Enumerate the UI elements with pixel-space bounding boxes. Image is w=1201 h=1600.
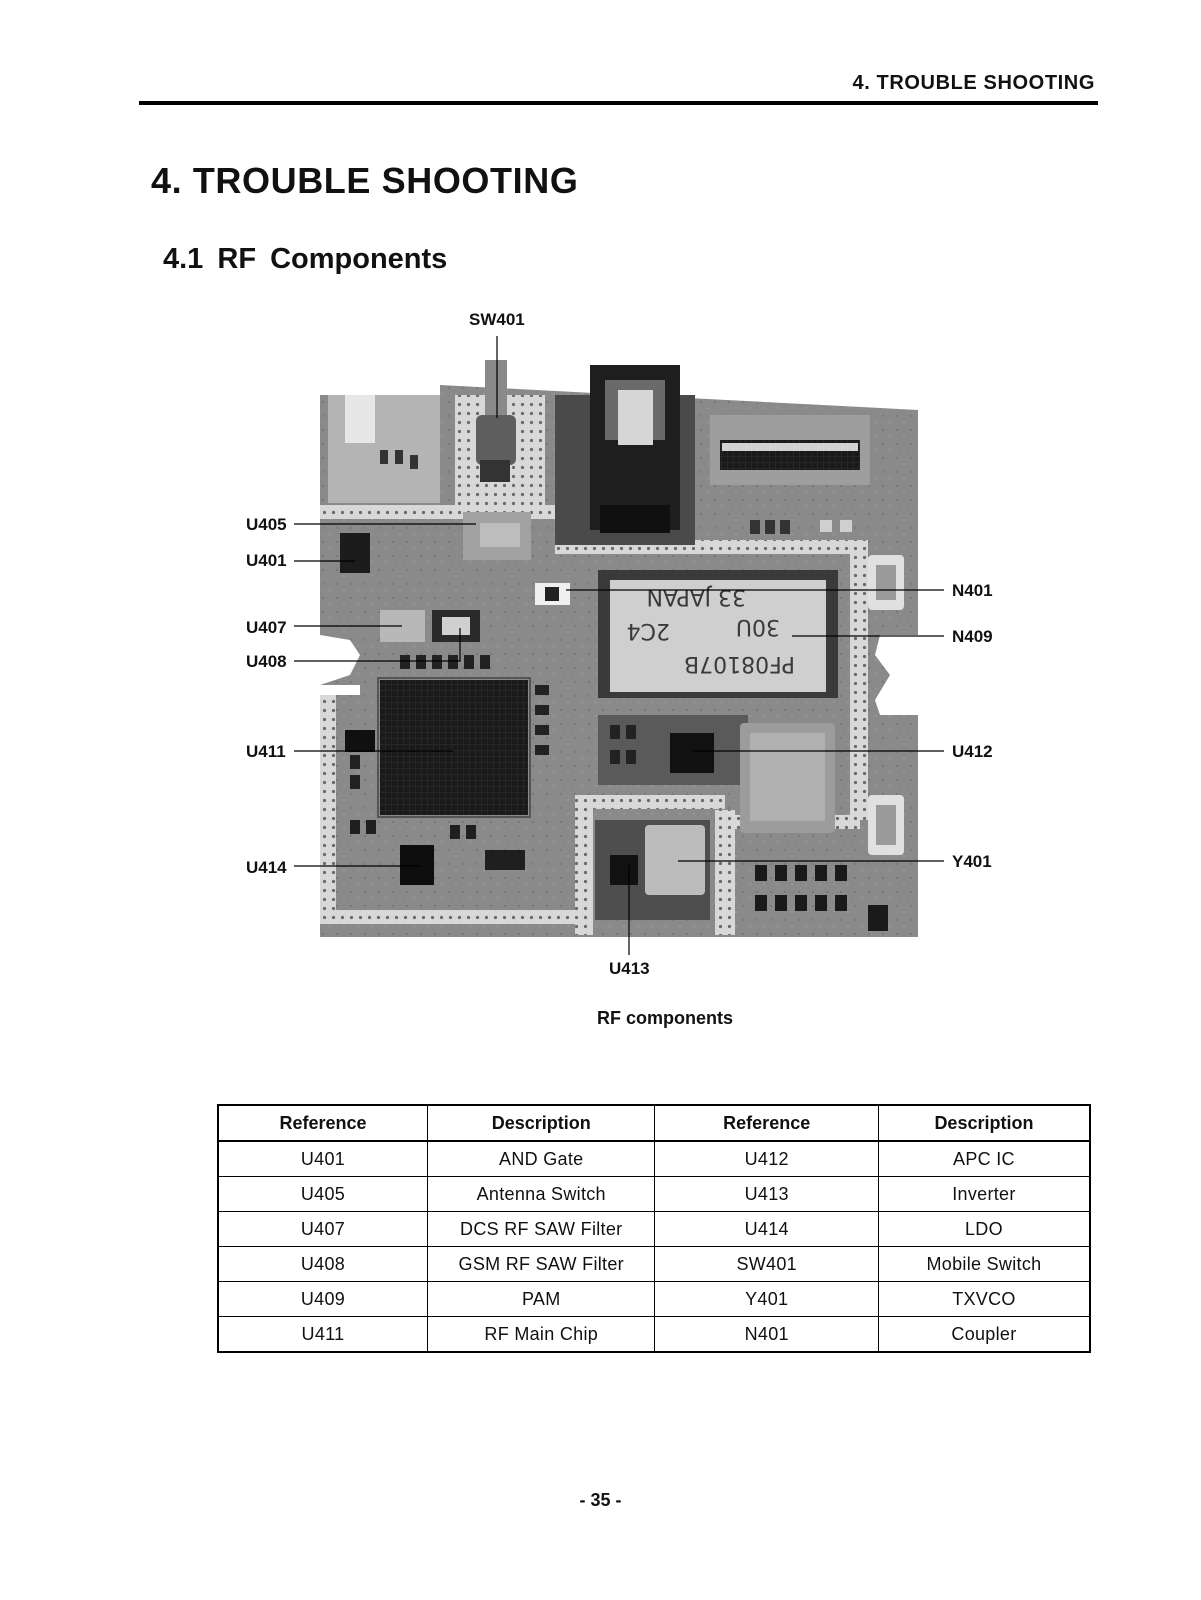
- table-cell: AND Gate: [426, 1140, 656, 1177]
- callout-sw401: SW401: [469, 310, 525, 329]
- callout-u411: U411: [246, 742, 286, 761]
- callout-u412: U412: [952, 742, 993, 761]
- section-title: 4.1 RF Components: [163, 243, 448, 275]
- callout-n409: N409: [952, 627, 993, 646]
- callout-u414: U414: [246, 858, 287, 877]
- callout-u401: U401: [246, 551, 287, 570]
- col-header-reference: Reference: [217, 1104, 428, 1142]
- callout-u408: U408: [246, 652, 287, 671]
- header-rule: [139, 101, 1098, 105]
- table-cell: U409: [217, 1281, 428, 1317]
- callout-u407: U407: [246, 618, 287, 637]
- table-cell: SW401: [654, 1246, 879, 1282]
- table-cell: Inverter: [877, 1176, 1091, 1212]
- table-cell: RF Main Chip: [426, 1316, 656, 1353]
- table-cell: U412: [654, 1140, 879, 1177]
- col-header-description: Description: [877, 1104, 1091, 1142]
- rf-board-photo: 33 JAPAN 30U 2C4 PF08107B: [320, 355, 918, 937]
- callout-u413: U413: [609, 959, 650, 978]
- table-row: U405 Antenna Switch U413 Inverter: [217, 1176, 1091, 1212]
- table-cell: Y401: [654, 1281, 879, 1317]
- table-cell: Mobile Switch: [877, 1246, 1091, 1282]
- chapter-title: 4. TROUBLE SHOOTING: [151, 160, 579, 201]
- table-header-row: Reference Description Reference Descript…: [217, 1104, 1091, 1142]
- table-cell: U408: [217, 1246, 428, 1282]
- table-row: U401 AND Gate U412 APC IC: [217, 1140, 1091, 1177]
- table-cell: TXVCO: [877, 1281, 1091, 1317]
- running-header: 4. TROUBLE SHOOTING: [852, 72, 1095, 94]
- table-cell: N401: [654, 1316, 879, 1353]
- table-cell: PAM: [426, 1281, 656, 1317]
- table-cell: U405: [217, 1176, 428, 1212]
- table-cell: Antenna Switch: [426, 1176, 656, 1212]
- chip-marking-line-2: 30U: [736, 614, 780, 639]
- table-cell: U411: [217, 1316, 428, 1353]
- col-header-reference: Reference: [654, 1104, 879, 1142]
- table-cell: DCS RF SAW Filter: [426, 1211, 656, 1247]
- table-row: U411 RF Main Chip N401 Coupler: [217, 1316, 1091, 1353]
- table-cell: U407: [217, 1211, 428, 1247]
- table-row: U407 DCS RF SAW Filter U414 LDO: [217, 1211, 1091, 1247]
- table-cell: U413: [654, 1176, 879, 1212]
- table-cell: GSM RF SAW Filter: [426, 1246, 656, 1282]
- table-row: U408 GSM RF SAW Filter SW401 Mobile Swit…: [217, 1246, 1091, 1282]
- table-cell: Coupler: [877, 1316, 1091, 1353]
- chip-marking-line-4: PF08107B: [684, 651, 795, 676]
- table-row: U409 PAM Y401 TXVCO: [217, 1281, 1091, 1317]
- table-cell: APC IC: [877, 1140, 1091, 1177]
- page-number: - 35 -: [579, 1490, 622, 1510]
- callout-n401: N401: [952, 581, 993, 600]
- table-cell: U414: [654, 1211, 879, 1247]
- table-cell: LDO: [877, 1211, 1091, 1247]
- rf-components-table: Reference Description Reference Descript…: [217, 1104, 1091, 1353]
- table-cell: U401: [217, 1140, 428, 1177]
- callout-y401: Y401: [952, 852, 992, 871]
- chip-marking-line-1: 33 JAPAN: [646, 584, 746, 609]
- callout-u405: U405: [246, 515, 287, 534]
- chip-marking-line-3: 2C4: [627, 618, 670, 643]
- col-header-description: Description: [426, 1104, 656, 1142]
- figure-caption: RF components: [597, 1008, 734, 1028]
